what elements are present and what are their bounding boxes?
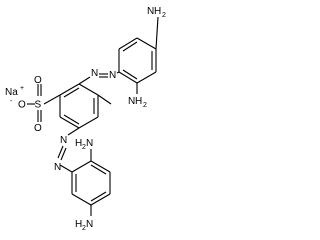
amine-count: 2 (143, 102, 147, 109)
upper-azo-n2-label: N (109, 70, 116, 81)
sulfonate-bond (43, 94, 61, 105)
amine-count: 2 (82, 144, 86, 151)
lower-diaminophenyl-ring (71, 160, 111, 206)
upper-diaminophenyl-ring (118, 37, 157, 84)
lower-azo-n1-label: N (60, 135, 67, 146)
upper-2-amine: N H 2 (128, 96, 147, 109)
amine-n-label: N (128, 96, 135, 107)
sodium-counterion: Na + (5, 85, 24, 98)
amine-h-label: H (75, 138, 82, 149)
upper-4-amine: N H 2 (147, 6, 166, 19)
amine-h-label: H (154, 6, 161, 17)
lower-azo-n2-label: N (54, 162, 61, 173)
amine-count: 2 (82, 225, 86, 232)
lower-4-amine: H 2 N (75, 219, 93, 232)
sulfonate-group: S O O O - (10, 75, 42, 134)
upper-4-amine-bond (155, 16, 159, 50)
amine-count: 2 (162, 12, 166, 19)
oxygen-anion-charge: - (10, 98, 13, 105)
lower-2-amine: H 2 N (75, 138, 93, 151)
amine-h-label: H (75, 219, 82, 230)
sodium-charge: + (20, 85, 24, 92)
oxygen-top-label: O (34, 75, 42, 86)
sodium-label: Na (5, 87, 18, 98)
upper-azo-n1-label: N (91, 68, 98, 79)
lower-azo-group: N N (54, 127, 80, 173)
methyl-bond (97, 94, 112, 105)
amine-h-label: H (135, 96, 142, 107)
amine-n-label: N (86, 219, 93, 230)
amine-n-label: N (147, 6, 154, 17)
sulfur-label: S (35, 100, 42, 111)
chemical-structure: S O O O - Na + N N N H 2 N (5, 6, 166, 232)
oxygen-anion-label: O (18, 100, 26, 111)
upper-azo-group: N N (78, 68, 120, 85)
central-ring (59, 83, 99, 129)
amine-n-label: N (86, 138, 93, 149)
oxygen-bottom-label: O (34, 123, 42, 134)
